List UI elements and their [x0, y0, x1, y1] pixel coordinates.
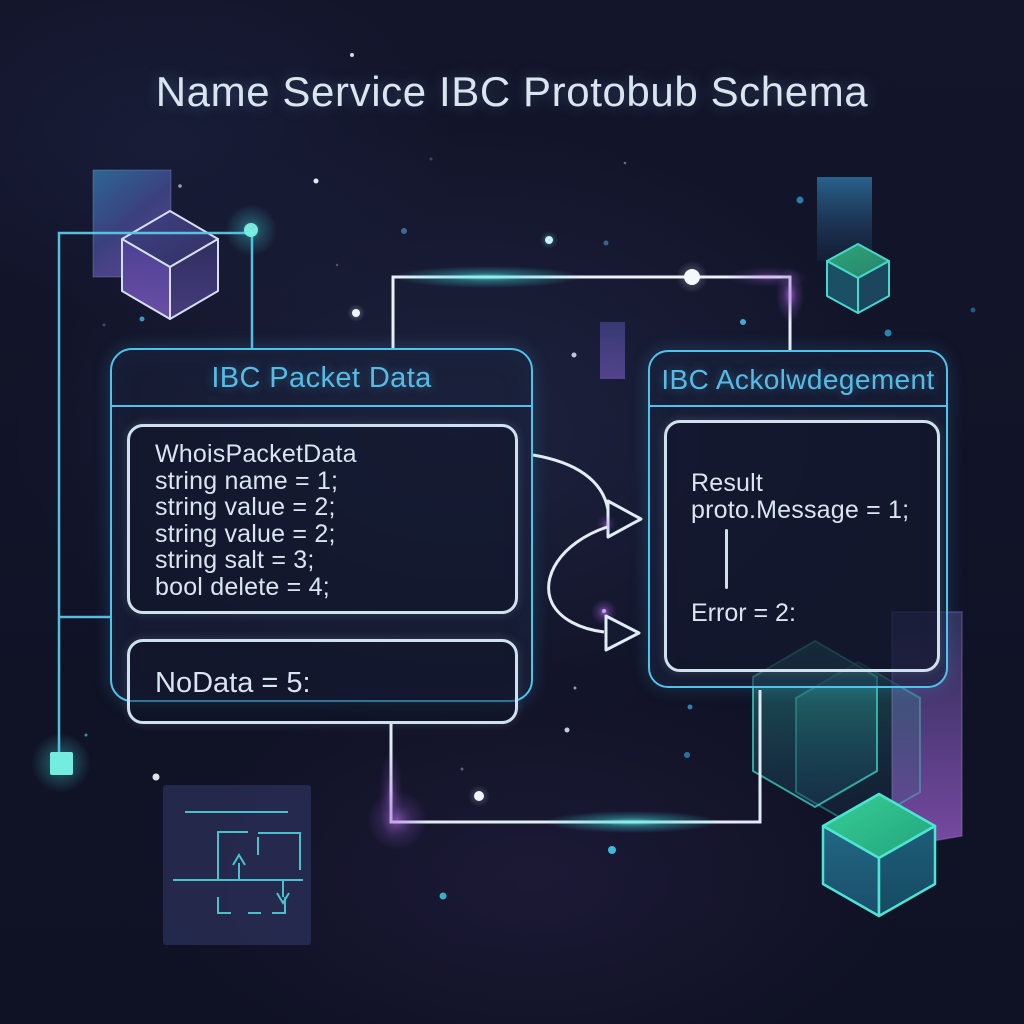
cube-icon-top-right: [826, 243, 890, 314]
nodata-text: NoData = 5:: [155, 667, 311, 699]
diagram-title: Name Service IBC Protobub Schema: [155, 68, 869, 115]
proto-field-line: string salt = 3;: [155, 546, 315, 574]
result-error-divider: [725, 529, 728, 589]
circuit-icon: [163, 785, 311, 945]
endpoint-square: [50, 752, 73, 775]
proto-field-line: string value = 2;: [155, 493, 336, 521]
ack-panel-header: IBC Ackolwdegement: [650, 352, 946, 407]
result-lines: Result proto.Message = 1;: [691, 470, 909, 524]
connector-line-bottom: [367, 690, 762, 850]
node-dot: [684, 269, 700, 285]
star-dots: [84, 53, 976, 900]
packet-panel: IBC Packet Data WhoisPacketData string n…: [110, 348, 533, 724]
error-line: Error = 2:: [691, 599, 796, 627]
connector-line-top: [391, 261, 810, 352]
connector-line-left: [57, 231, 254, 754]
packet-message-box: WhoisPacketData string name = 1; string …: [127, 424, 518, 614]
result-line: Result: [691, 469, 764, 497]
cube-icon-bottom-right: [821, 792, 937, 918]
proto-message-line: proto.Message = 1;: [691, 496, 910, 524]
proto-field-line: string name = 1;: [155, 466, 339, 495]
ack-panel: IBC Ackolwdegement Result proto.Message …: [648, 350, 948, 688]
proto-message-name: WhoisPacketData: [155, 440, 357, 468]
corner-glow-core: [244, 223, 258, 237]
proto-field-line: bool delete = 4;: [155, 572, 330, 601]
flow-arrow-top: [532, 453, 643, 539]
flow-arrow-bottom: [547, 514, 641, 652]
proto-field-line: string value = 2;: [155, 519, 336, 548]
cube-icon-top-left: [121, 210, 219, 320]
ack-result-box: Result proto.Message = 1; Error = 2:: [664, 420, 940, 672]
rect-decor-mid: [600, 322, 625, 379]
nodata-box: NoData = 5:: [127, 639, 518, 724]
packet-panel-header: IBC Packet Data: [112, 350, 531, 407]
